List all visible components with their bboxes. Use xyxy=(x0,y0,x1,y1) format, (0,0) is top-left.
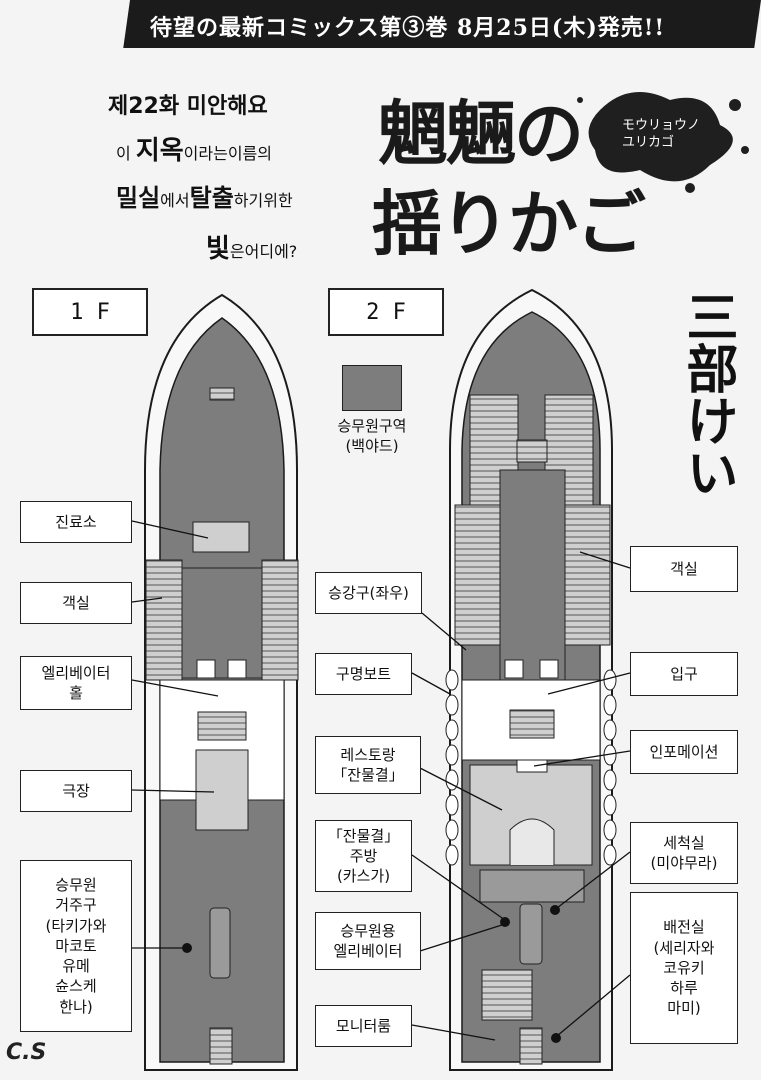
intro-line-2: 밀실에서탈출하기위한 xyxy=(116,184,293,212)
label-crew-elevator: 승무원용 엘리베이터 xyxy=(315,912,421,970)
ink-splatter xyxy=(577,92,749,193)
label-information: 인포메이션 xyxy=(630,730,738,774)
label-entrance: 입구 xyxy=(630,652,738,696)
label-theater: 극장 xyxy=(20,770,132,812)
logo-title-line-2: 揺りかご xyxy=(372,182,646,265)
intro-line-3: 빛은어디에? xyxy=(206,234,298,264)
label-gangway: 승강구(좌우) xyxy=(315,572,422,614)
label-crew-quarters: 승무원 거주구 (타키가와 마코토 유메 슌스케 한나) xyxy=(20,860,132,1032)
leader-lines xyxy=(131,520,631,1041)
crew-area-legend-label: 승무원구역 (백야드) xyxy=(337,417,407,456)
logo-furigana: モウリョウノ ユリカゴ xyxy=(622,118,701,150)
intro-line-1: 이 지옥이라는이름의 xyxy=(116,136,272,166)
ship-2f-plan xyxy=(445,288,617,1071)
intro-emphasis-hell: 지옥 xyxy=(135,136,184,166)
label-monitor-room: 모니터룸 xyxy=(315,1005,412,1047)
logo-title-line-1: 魍魎の xyxy=(378,92,584,175)
label-clinic: 진료소 xyxy=(20,501,132,543)
label-laundry: 세척실 (미야무라) xyxy=(630,822,738,884)
floor-1f-label: 1 F xyxy=(32,288,148,336)
chapter-title: 제22화 미안해요 xyxy=(108,94,268,119)
floor-2f-label: 2 F xyxy=(328,288,444,336)
label-cabins-2f: 객실 xyxy=(630,546,738,592)
crew-area-swatch xyxy=(342,365,402,411)
label-kitchen: 「잔물결」 주방 (카스가) xyxy=(315,820,412,892)
label-elevator-hall: 엘리베이터 홀 xyxy=(20,656,132,710)
label-power-room: 배전실 (세리자와 코유키 하루 마미) xyxy=(630,892,738,1044)
label-cabins-1f: 객실 xyxy=(20,582,132,624)
label-restaurant: 레스토랑 「잔물결」 xyxy=(315,736,421,794)
ship-1f-plan xyxy=(144,293,299,1071)
release-announcement: 待望の最新コミックス第③巻 8月25日(木)発売!! xyxy=(150,15,666,41)
author-name: 三部けい xyxy=(677,290,738,498)
scanlation-watermark: C.S xyxy=(6,1040,47,1065)
label-lifeboat: 구명보트 xyxy=(315,653,412,695)
